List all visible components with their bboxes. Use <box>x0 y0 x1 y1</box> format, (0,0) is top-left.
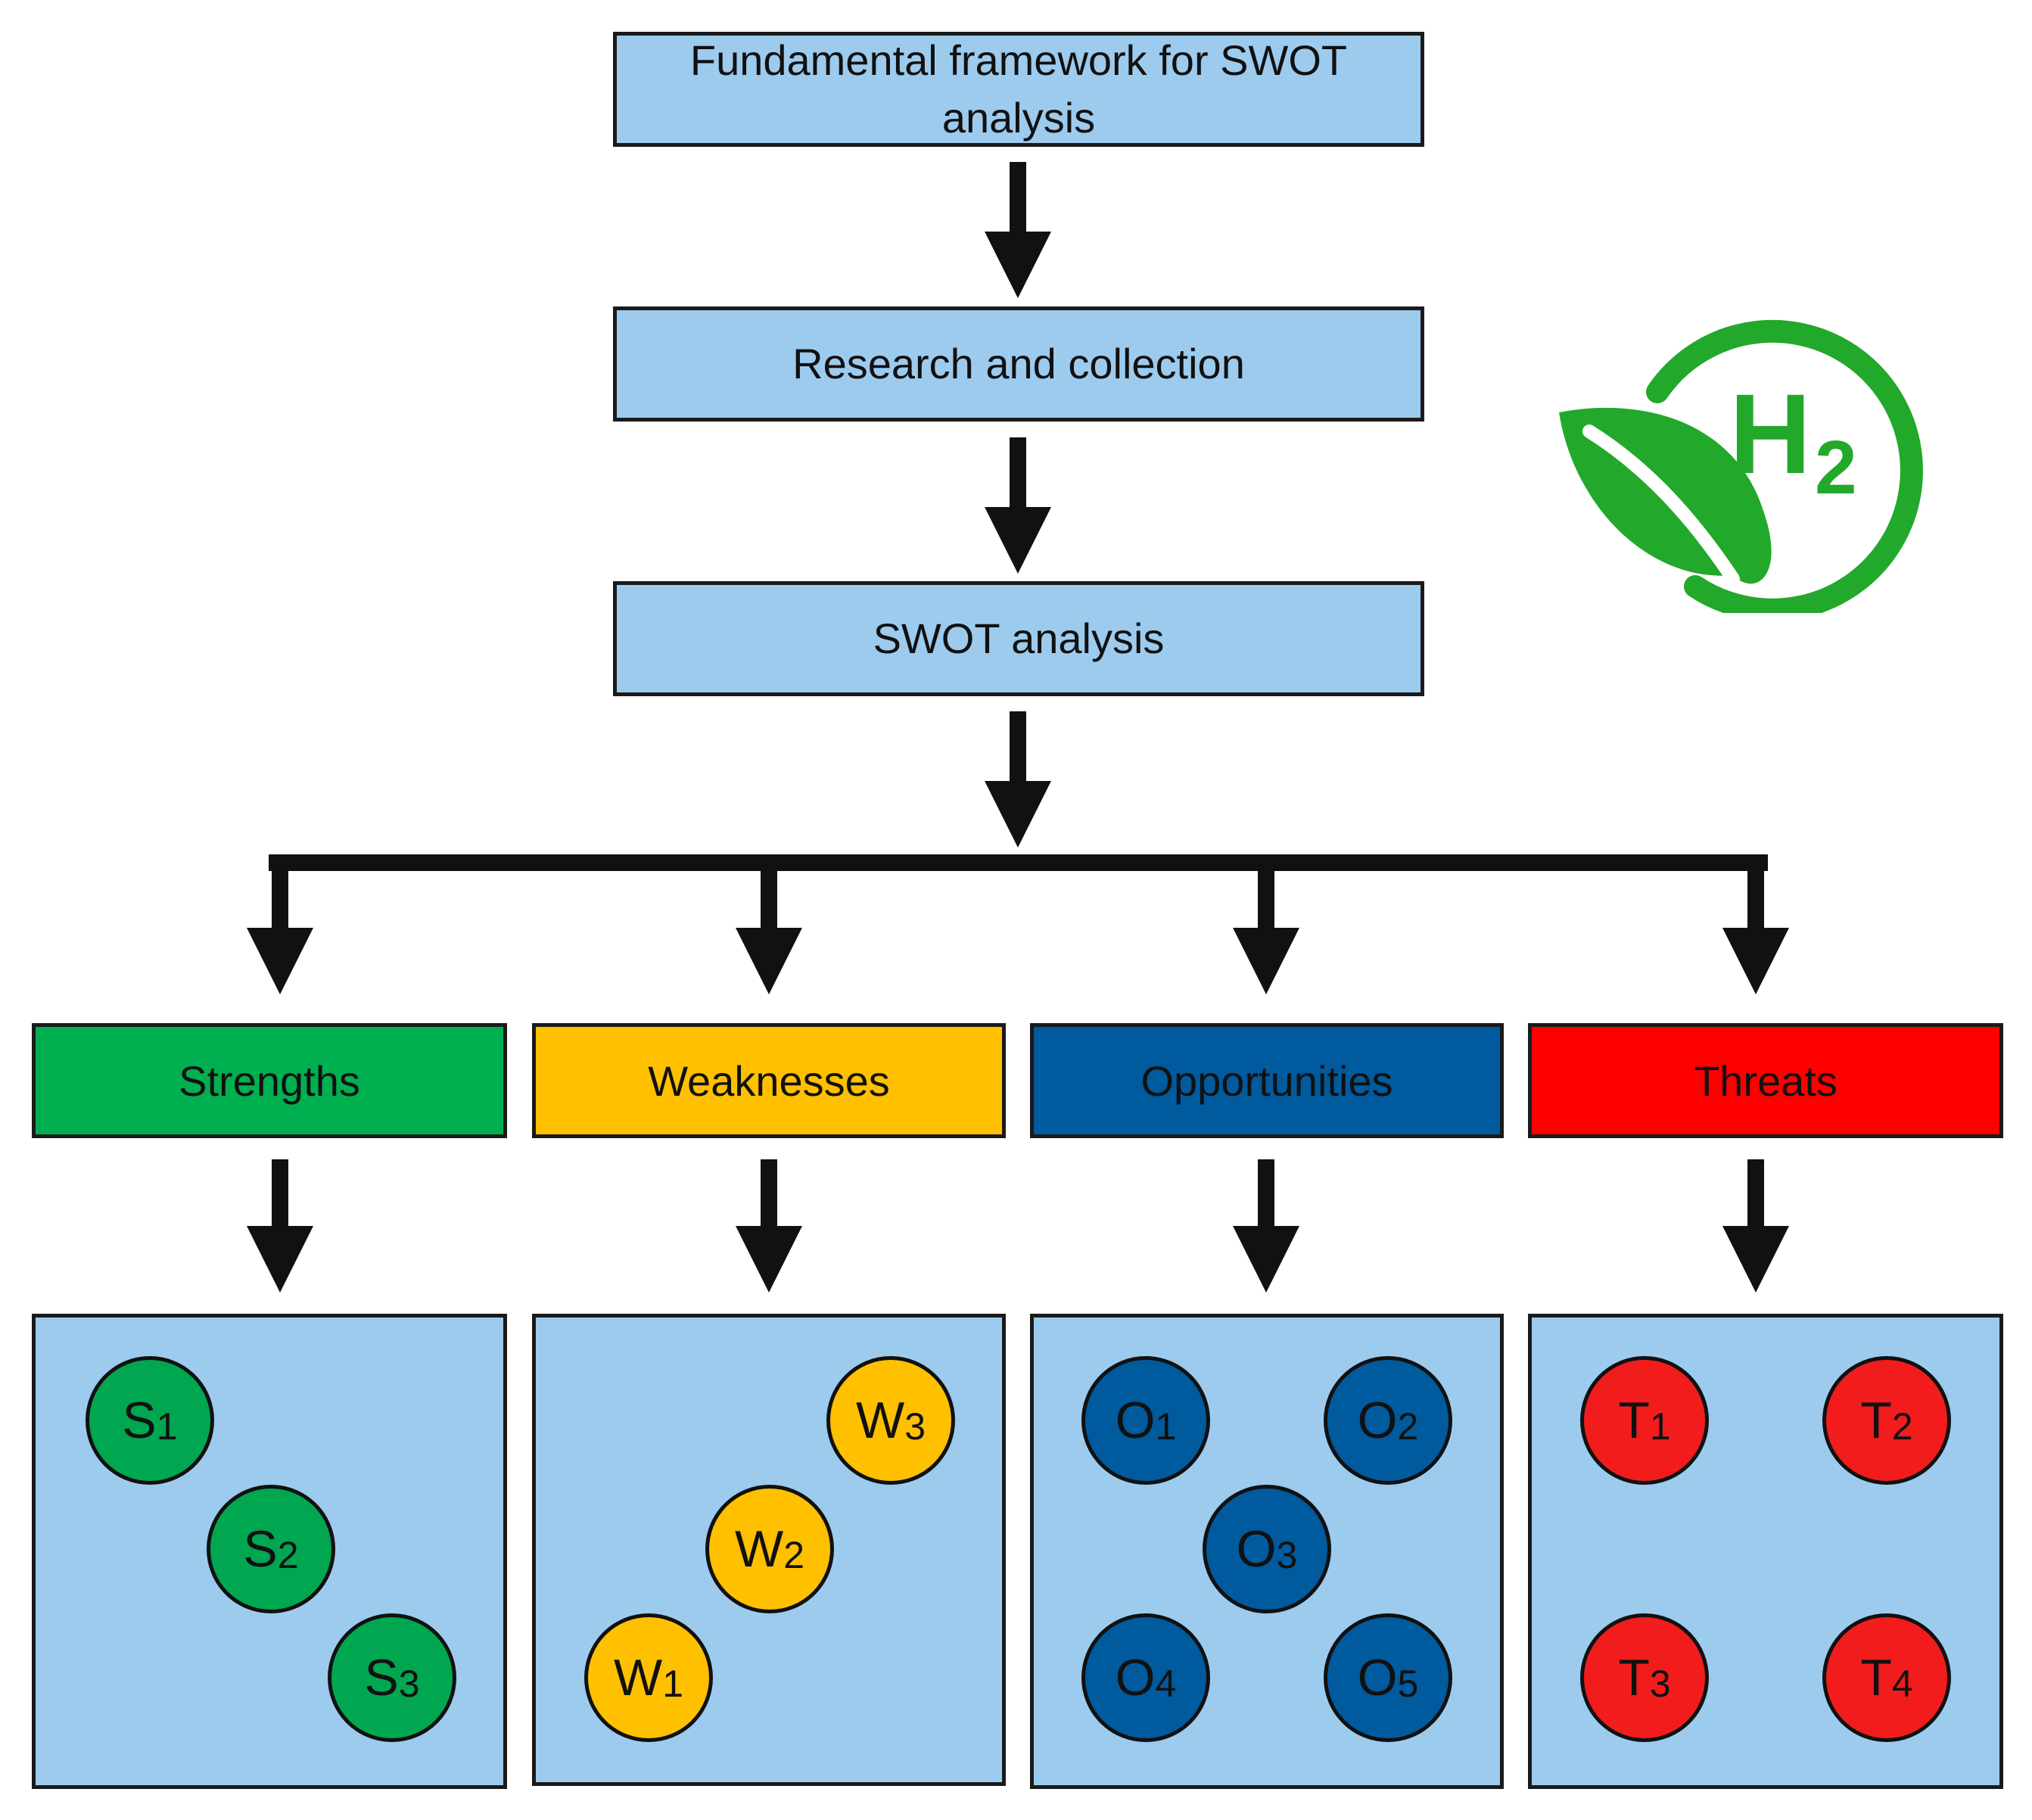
category-weaknesses: Weaknesses <box>532 1023 1006 1138</box>
flow-step-research: Research and collection <box>613 306 1424 422</box>
category-opportunities-label: Opportunities <box>1140 1056 1393 1105</box>
logo-leaf-vein <box>1582 425 1740 586</box>
category-threats-label: Threats <box>1694 1056 1838 1105</box>
flow-step-swot: SWOT analysis <box>613 581 1424 696</box>
flow-step-framework-label: Fundamental framework for SWOT analysis <box>689 36 1348 142</box>
category-strengths: Strengths <box>32 1023 507 1138</box>
logo-h-text: H <box>1729 370 1811 497</box>
category-threats: Threats <box>1528 1023 2003 1138</box>
flow-step-research-label: Research and collection <box>792 340 1245 387</box>
category-weaknesses-label: Weaknesses <box>648 1056 890 1105</box>
logo-sub-text: 2 <box>1815 425 1857 510</box>
logo-ring <box>1646 319 1923 613</box>
flow-step-swot-label: SWOT analysis <box>873 614 1165 662</box>
flow-step-framework: Fundamental framework for SWOT analysis <box>613 32 1424 147</box>
category-strengths-label: Strengths <box>179 1056 360 1105</box>
h2-leaf-icon: H 2 <box>1559 319 1923 613</box>
category-opportunities: Opportunities <box>1030 1023 1504 1138</box>
